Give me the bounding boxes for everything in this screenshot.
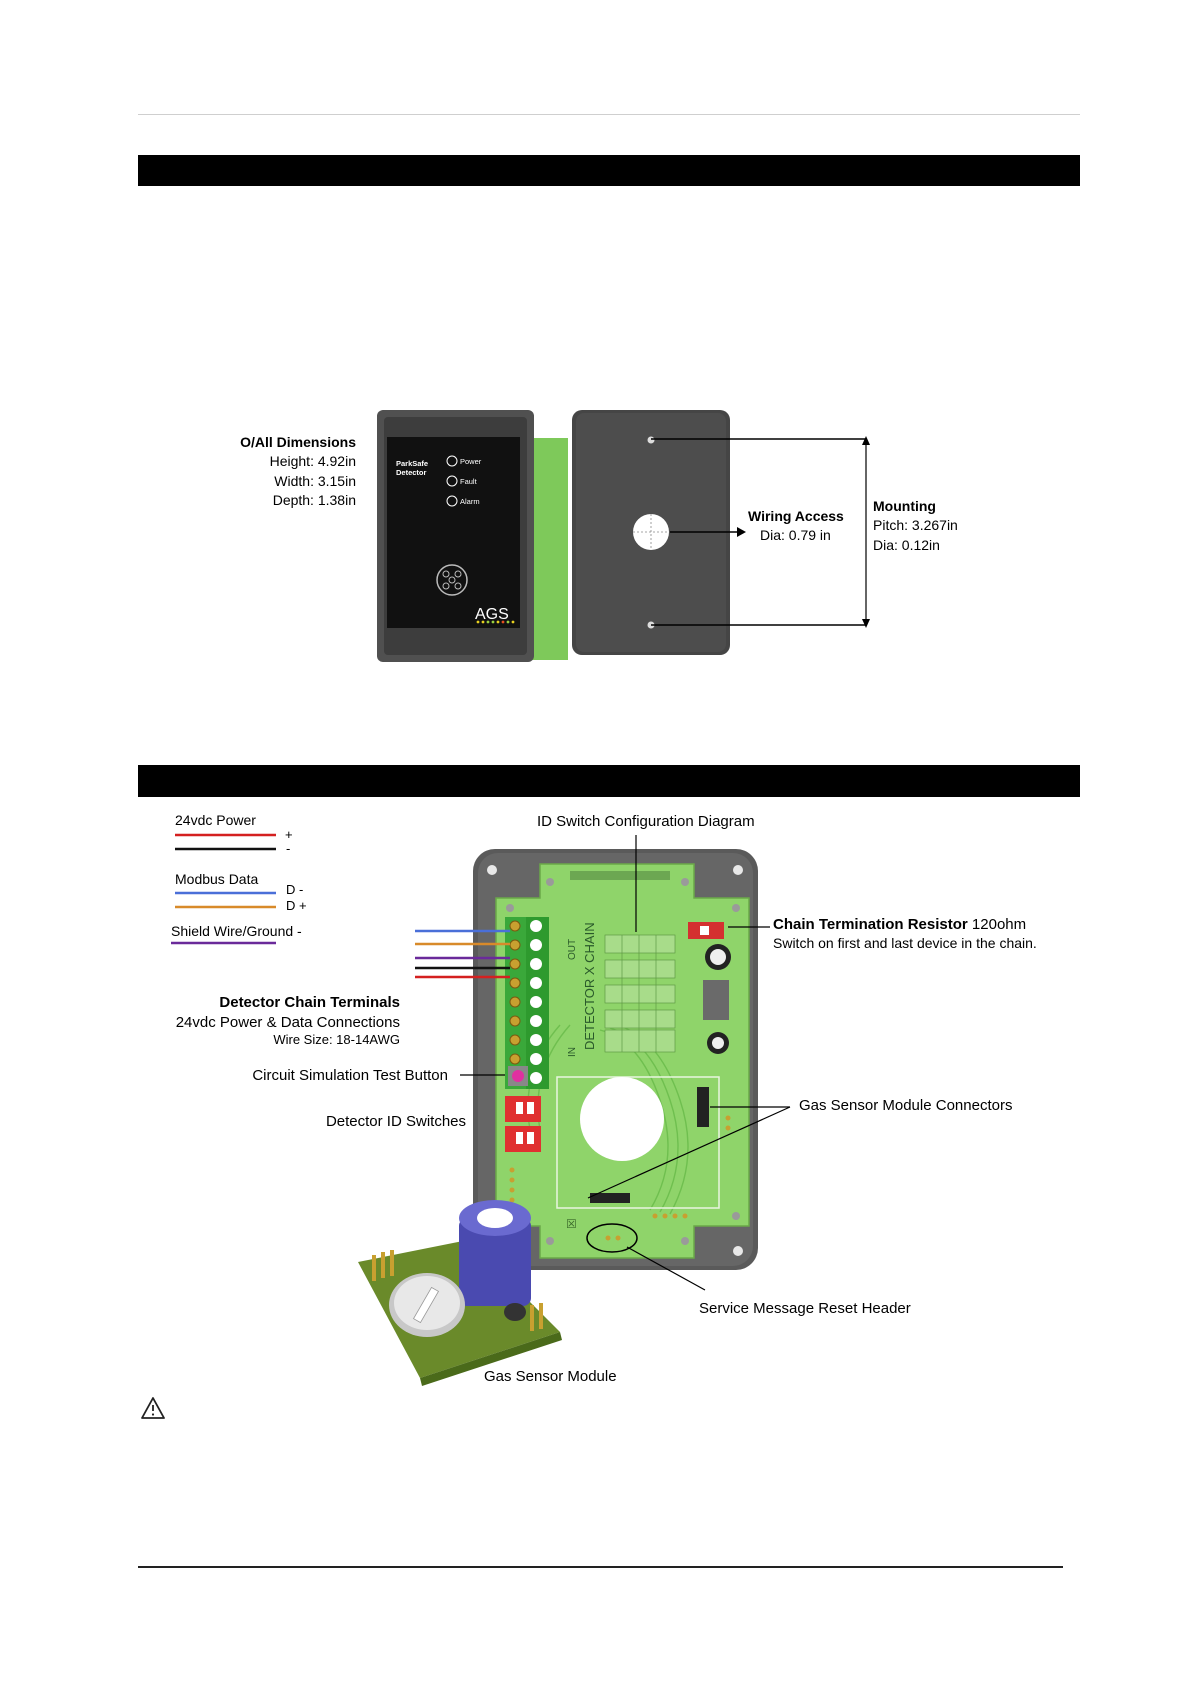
sensor-grille-icon	[436, 564, 468, 596]
label-reset-header: Service Message Reset Header	[699, 1300, 911, 1317]
front-product-line2: Detector	[396, 468, 427, 477]
mounting-pitch: Pitch: 3.267in	[873, 517, 958, 533]
label-sensor-module: Gas Sensor Module	[484, 1368, 617, 1385]
weee-bin-icon: ☒	[566, 1217, 577, 1231]
ags-logo-dots	[476, 620, 515, 624]
ags-logo: AGS	[475, 606, 509, 623]
label-wire-size: Wire Size: 18-14AWG	[273, 1032, 400, 1047]
dimensions-title: O/All Dimensions	[240, 434, 356, 450]
detector-chain-terminal-block[interactable]	[505, 917, 549, 1089]
label-termination-value: 120ohm	[968, 916, 1026, 933]
mounting-hole-top	[647, 436, 655, 444]
wiring-access-title: Wiring Access	[748, 508, 844, 524]
legend-modbus-title: Modbus Data	[175, 871, 258, 887]
id-switch-silk-table	[604, 934, 676, 1053]
legend-power-plus: +	[285, 827, 293, 842]
label-test-button: Circuit Simulation Test Button	[252, 1067, 448, 1084]
section-header-bar-wiring	[138, 765, 1080, 797]
mounting-title: Mounting	[873, 498, 936, 514]
power-led-icon	[446, 455, 458, 467]
silk-in: IN	[567, 1047, 578, 1057]
label-termination-note: Switch on first and last device in the c…	[773, 935, 1037, 951]
detector-id-switches[interactable]	[505, 1096, 541, 1152]
led-fault-label: Fault	[460, 477, 478, 486]
label-sensor-connectors: Gas Sensor Module Connectors	[799, 1097, 1012, 1114]
legend-d-minus: D -	[286, 882, 303, 897]
gas-sensor-module	[358, 1200, 562, 1386]
label-termination-resistor: Chain Termination Resistor 120ohm	[773, 916, 1026, 933]
label-termination-bold: Chain Termination Resistor	[773, 916, 968, 933]
led-power-label: Power	[460, 457, 482, 466]
wire-run	[415, 929, 510, 979]
wire-legend: 24vdc Power + - Modbus Data D - D + Shie…	[171, 812, 307, 945]
legend-power-minus: -	[286, 841, 290, 856]
footer-rule	[138, 1566, 1063, 1568]
sensor-connector-bottom	[590, 1193, 630, 1203]
sensor-module-outline	[556, 1076, 720, 1209]
dimensions-depth: Depth: 1.38in	[273, 492, 356, 508]
wiring-access-dia: Dia: 0.79 in	[760, 527, 831, 543]
reset-header-pins	[605, 1235, 621, 1241]
regulator-block	[703, 980, 729, 1020]
label-id-switch-diagram: ID Switch Configuration Diagram	[537, 813, 755, 830]
dimensions-width: Width: 3.15in	[274, 473, 356, 489]
label-chain-terminals: Detector Chain Terminals	[219, 994, 400, 1011]
header-rule	[138, 114, 1080, 115]
legend-power-title: 24vdc Power	[175, 812, 256, 828]
sensor-window	[580, 1077, 664, 1161]
section-header-bar-dimensions	[138, 155, 1080, 186]
detector-back-view	[572, 410, 730, 655]
dimensions-figure: O/All Dimensions Height: 4.92in Width: 3…	[240, 410, 958, 662]
front-product-line1: ParkSafe	[396, 459, 428, 468]
label-power-data: 24vdc Power & Data Connections	[176, 1014, 400, 1031]
sensor-connector-right	[697, 1087, 709, 1127]
dimensions-height: Height: 4.92in	[270, 453, 356, 469]
legend-d-plus: D +	[286, 898, 307, 913]
led-alarm-label: Alarm	[460, 497, 480, 506]
warning-icon	[141, 1397, 165, 1419]
detector-front-view: ParkSafe Detector Power Fault Alarm AGS	[377, 410, 568, 662]
pcb-board	[495, 863, 750, 1259]
alarm-led-icon	[446, 495, 458, 507]
mounting-dia: Dia: 0.12in	[873, 537, 940, 553]
fault-led-icon	[446, 475, 458, 487]
wiring-figure: 24vdc Power + - Modbus Data D - D + Shie…	[171, 812, 1037, 1386]
reset-header-highlight	[586, 1223, 638, 1253]
silk-out: OUT	[567, 939, 578, 960]
label-id-switches: Detector ID Switches	[326, 1113, 466, 1130]
wiring-access-arrow	[737, 527, 746, 537]
callout-lines	[460, 835, 791, 1291]
silk-detector-x-chain: DETECTOR X CHAIN	[582, 922, 597, 1050]
legend-shield: Shield Wire/Ground -	[171, 923, 302, 939]
